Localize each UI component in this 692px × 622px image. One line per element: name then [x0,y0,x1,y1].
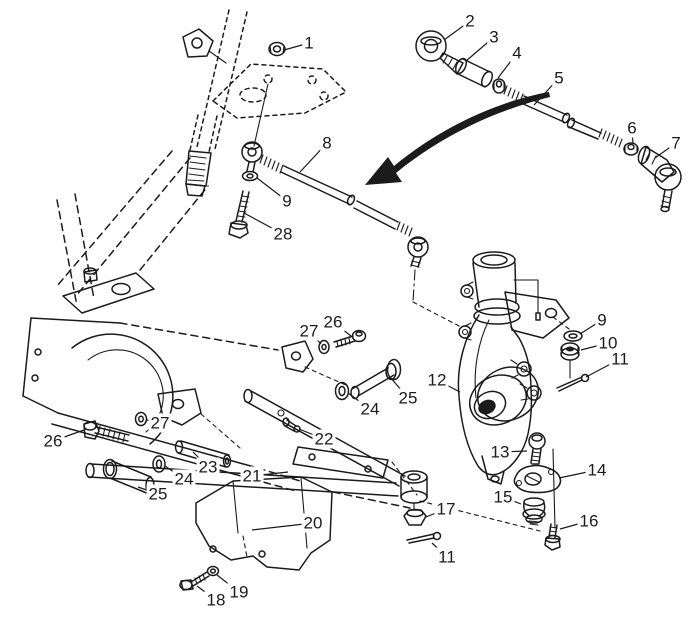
mount-lower [83,388,241,495]
callout-14: 14 [585,460,609,480]
nut-10 [560,342,580,361]
rod-end-2 [415,30,464,75]
nut-4 [492,78,506,94]
steering-plate [212,63,347,119]
cotter-pin-11-right [556,359,590,392]
washer-9-left [241,170,259,182]
ball-joint-housing [400,470,428,504]
callout-19: 19 [227,582,251,602]
callout-4: 4 [510,43,524,63]
callout-8: 8 [320,133,334,153]
callout-10: 10 [596,333,620,353]
callout-1: 1 [302,33,316,53]
tie-rod-assembled-8 [228,141,462,328]
callout-5: 5 [552,68,566,88]
collar-3 [454,57,494,88]
washer-9-right [563,330,583,342]
steering-arm [504,291,570,339]
tie-rod-5 [503,85,623,148]
callout-11: 11 [436,547,458,567]
bolt-16 [544,523,561,551]
ball-joint-hardware [513,432,562,551]
callout-26: 26 [321,312,345,332]
callout-7: 7 [669,133,683,153]
cotter-pin-11-bottom [406,531,442,544]
callout-15: 15 [491,487,515,507]
callout-3: 3 [487,27,501,47]
callout-27: 27 [148,413,172,433]
callout-17: 17 [434,499,458,519]
tie-rod-end-7 [637,145,682,213]
callout-24: 24 [358,399,382,419]
ball-joint-15 [522,497,546,526]
bolt-18 [179,571,210,591]
callout-12: 12 [425,370,449,390]
callout-11: 11 [609,349,631,369]
guard-20 [179,476,333,591]
tie-rod-exploded [415,30,682,213]
retainer-plate-14 [513,464,562,494]
callout-6: 6 [625,118,639,138]
callout-27: 27 [297,321,321,341]
callout-20: 20 [301,513,325,533]
nut-6 [623,142,639,156]
knuckle-12 [457,251,590,485]
callout-24: 24 [172,469,196,489]
callout-2: 2 [463,11,477,31]
nut-17 [403,502,427,526]
callout-26: 26 [41,431,65,451]
callout-25: 25 [396,388,420,408]
a-arm-plate [292,446,389,479]
handlebar-clamp [182,28,214,58]
callout-25: 25 [146,484,170,504]
mount-bracket-lower [157,388,202,426]
callout-22: 22 [312,429,336,449]
bolt-28 [228,190,250,239]
callout-9: 9 [595,310,609,330]
callout-9: 9 [280,191,294,211]
mount-bracket-upper [281,340,314,373]
washer-19 [206,565,220,577]
mount-upper [281,329,402,401]
callout-23: 23 [196,457,220,477]
frame-plate [62,272,155,314]
line-art [22,9,682,591]
callout-16: 16 [577,511,601,531]
direction-arrow [365,92,550,185]
callout-13: 13 [488,442,512,462]
callout-28: 28 [271,224,295,244]
callout-21: 21 [240,466,264,486]
callout-18: 18 [204,590,228,610]
nut-1 [268,41,286,57]
bolt-13 [528,432,546,465]
column-splined-tip [185,150,212,187]
steering-column [182,9,347,197]
